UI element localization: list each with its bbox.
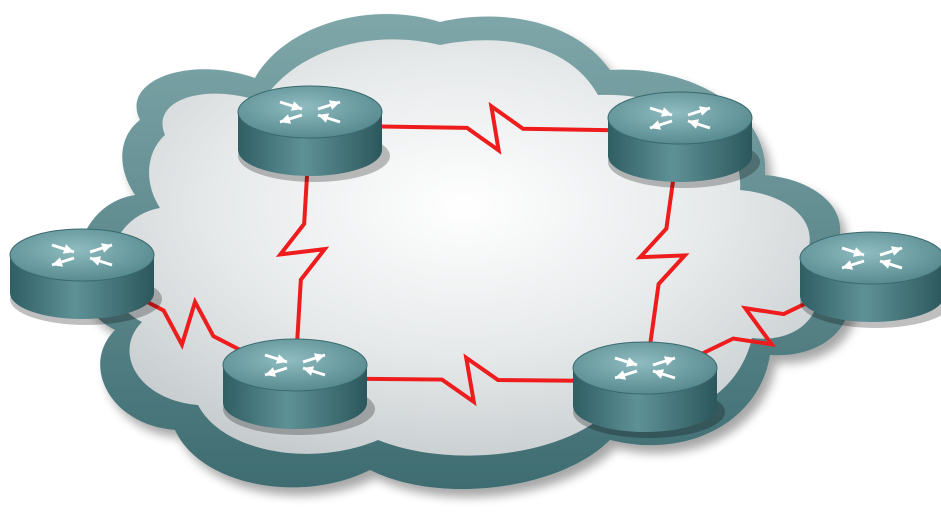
router-top <box>237 85 383 139</box>
router-arrows-icon <box>51 243 113 267</box>
router-arrows-icon <box>841 246 903 270</box>
serial-link-zigzag-icon <box>644 269 873 384</box>
router-top <box>222 338 368 392</box>
serial-link-zigzag-icon <box>275 125 330 379</box>
routers-layer <box>9 85 941 438</box>
router-icon[interactable] <box>222 338 375 435</box>
serial-link-zigzag-icon <box>635 131 690 382</box>
cloud-icon <box>77 14 851 490</box>
serial-link-zigzag-icon <box>294 353 646 407</box>
router-icon[interactable] <box>799 231 941 328</box>
serial-link-zigzag-icon <box>81 266 296 381</box>
router-icon[interactable] <box>237 85 390 182</box>
router-top <box>607 91 753 145</box>
serial-link-zigzag-icon <box>309 101 681 155</box>
links-layer <box>81 101 873 407</box>
router-icon[interactable] <box>9 228 162 325</box>
router-top <box>572 341 718 395</box>
router-top <box>9 228 155 282</box>
router-arrows-icon <box>264 353 326 377</box>
router-arrows-icon <box>614 356 676 380</box>
router-icon[interactable] <box>607 91 760 188</box>
router-top <box>799 231 941 285</box>
router-arrows-icon <box>649 106 711 130</box>
router-icon[interactable] <box>572 341 725 438</box>
router-arrows-icon <box>279 100 341 124</box>
